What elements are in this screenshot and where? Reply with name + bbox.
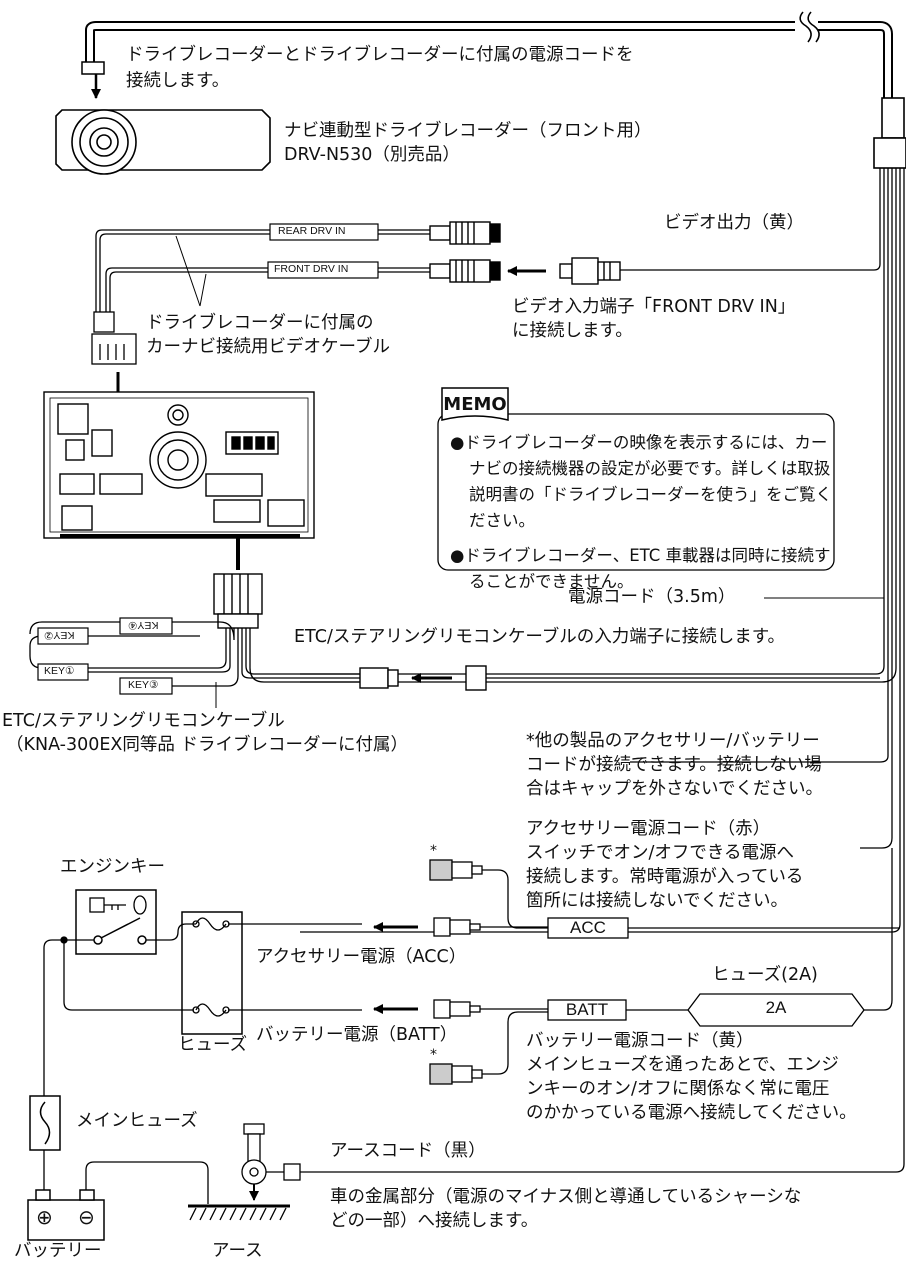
etc-cable-name-line2: （KNA-300EX同等品 ドライブレコーダーに付属） (6, 735, 408, 755)
earth-lug (283, 1163, 301, 1181)
battery-plus: ⊕ (36, 1205, 53, 1229)
key3-tag (119, 677, 173, 695)
camera-cable-note-line2: カーナビ接続用ビデオケーブル (146, 337, 390, 357)
etc-main-connector (213, 573, 263, 629)
break-mark (799, 11, 812, 43)
camera-cable-note-line1: ドライブレコーダーに付属の (146, 313, 374, 333)
key-icon (89, 895, 147, 915)
drive-recorder-note-line2: 接続します。 (126, 71, 230, 91)
drive-recorder-note-line1: ドライブレコーダーとドライブレコーダーに付属の電源コードを (126, 45, 634, 65)
asterisk-batt: * (430, 1047, 437, 1063)
fuse-label: ヒューズ (178, 1035, 248, 1055)
drive-recorder-name-line2: DRV-N530（別売品） (284, 145, 460, 165)
batt-cord-note-line1: バッテリー電源コード（黄） (526, 1031, 754, 1051)
memo-item-2: ●ドライブレコーダー、ETC 車載器は同時に接続することができません。 (450, 546, 831, 591)
battery-symbol (27, 1189, 105, 1241)
key2-tag (37, 627, 89, 645)
front-drv-tag (267, 261, 379, 279)
earth-note-line1: 車の金属部分（電源のマイナス側と導通しているシャーシな (330, 1187, 802, 1207)
acc-cord-note-line1: アクセサリー電源コード（赤） (526, 819, 771, 839)
memo-book-icon (441, 387, 509, 421)
batt-power-label: バッテリー電源（BATT） (256, 1025, 458, 1045)
key1-tag (37, 663, 89, 681)
fuse-box (181, 911, 243, 1035)
batt-plug (433, 999, 481, 1019)
asterisk-acc: * (430, 843, 437, 859)
key4-label: KEY④ (128, 619, 159, 631)
batt-cord-note-line4: のかかっている電源へ接続してください。 (526, 1103, 857, 1123)
drive-recorder-name-line1: ナビ連動型ドライブレコーダー（フロント用） (284, 121, 652, 141)
recorder-power-plug (81, 61, 105, 75)
video-output-label: ビデオ出力（黄） (664, 213, 804, 233)
video-input-note-line1: ビデオ入力端子「FRONT DRV IN」 (512, 297, 796, 317)
key1-label: KEY① (44, 665, 75, 677)
front-drv-in-label: FRONT DRV IN (274, 263, 349, 275)
drive-recorder (55, 109, 271, 175)
fuse-2a-label: ヒューズ(2A) (712, 965, 818, 985)
memo-tab: MEMO (443, 393, 507, 415)
etc-cable-name-line1: ETC/ステアリングリモコンケーブル (2, 711, 285, 731)
etc-input-connector (359, 667, 399, 689)
acc-box-label: ACC (570, 918, 606, 937)
acc-plug (433, 917, 481, 937)
acc-cord-note-line2: スイッチでオン/オフできる電源へ (526, 843, 795, 863)
front-drv-connector (429, 259, 501, 283)
acc-spare-plug (429, 859, 483, 881)
power-cord-label: 電源コード（3.5m） (568, 587, 736, 607)
rear-drv-connector (429, 221, 501, 245)
earth-note-line2: どの一部）へ接続します。 (330, 1211, 539, 1231)
earth-cord-label: アースコード（黒） (330, 1141, 486, 1161)
other-products-note-line2: コードが接続できます。接続しない場 (526, 755, 822, 775)
power-junction (873, 97, 906, 169)
etc-cable-plug (465, 665, 487, 691)
key2-label: KEY② (44, 629, 75, 641)
rear-drv-tag (269, 223, 379, 241)
camera-cable-connector (91, 311, 137, 365)
batt-cord-note-line3: ンキーのオン/オフに関係なく常に電圧 (526, 1079, 830, 1099)
batt-cord-note-line2: メインヒューズを通ったあとで、エンジ (526, 1055, 839, 1075)
battery-minus: ⊖ (78, 1205, 95, 1229)
fuse-2a-value: 2A (765, 998, 787, 1017)
battery-label: バッテリー (14, 1241, 102, 1261)
memo-item-1: ●ドライブレコーダーの映像を表示するには、カーナビの接続機器の設定が必要です。詳… (450, 433, 832, 530)
video-output-plug (559, 257, 621, 285)
batt-box-label: BATT (565, 1000, 609, 1019)
top-power-cord (85, 11, 893, 98)
acc-cord-note-line3: 接続します。常時電源が入っている (526, 867, 804, 887)
acc-cord-note-line4: 箇所には接続しないでください。 (526, 891, 788, 911)
etc-input-note: ETC/ステアリングリモコンケーブルの入力端子に接続します。 (294, 627, 786, 647)
rear-drv-in-label: REAR DRV IN (278, 225, 346, 237)
other-products-note-line1: *他の製品のアクセサリー/バッテリー (526, 731, 820, 751)
navigation-unit (43, 391, 315, 539)
key4-tag (119, 617, 173, 635)
other-products-note-line3: 合はキャップを外さないでください。 (526, 779, 823, 799)
earth-bolt (241, 1123, 267, 1185)
acc-power-label: アクセサリー電源（ACC） (256, 947, 467, 967)
main-fuse-label: メインヒューズ (76, 1111, 198, 1131)
ignition-switch (93, 917, 147, 945)
earth-label: アース (212, 1241, 263, 1261)
etc-cable-bundle (29, 621, 360, 687)
memo-box (437, 413, 835, 571)
key3-label: KEY③ (128, 679, 159, 691)
camera-cable (95, 229, 430, 320)
fuse-2a-holder (687, 993, 865, 1027)
memo-body: ●ドライブレコーダーの映像を表示するには、カーナビの接続機器の設定が必要です。詳… (450, 430, 832, 604)
video-input-note-line2: に接続します。 (512, 321, 633, 341)
batt-spare-plug (429, 1063, 483, 1085)
engine-key-label: エンジンキー (60, 857, 165, 877)
